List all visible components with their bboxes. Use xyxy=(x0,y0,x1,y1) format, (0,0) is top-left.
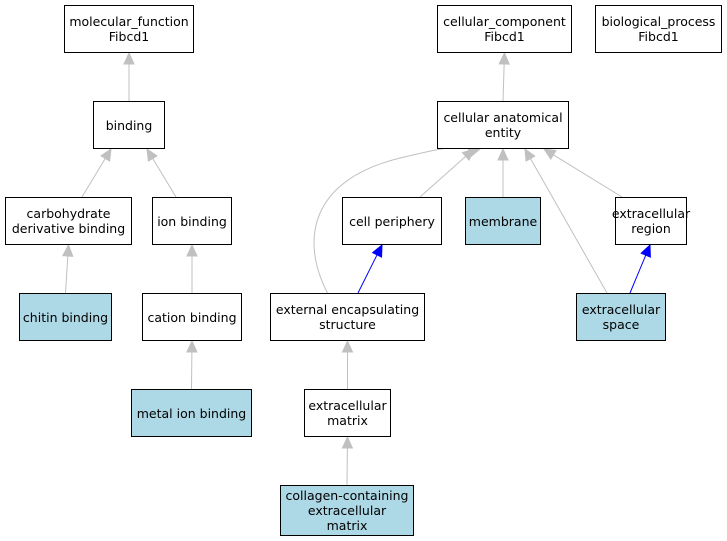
node-extracellular-matrix[interactable]: extracellular matrix xyxy=(304,389,391,437)
node-biological-process-root[interactable]: biological_process Fibcd1 xyxy=(595,5,722,53)
edge-is-a xyxy=(81,158,106,198)
node-membrane[interactable]: membrane xyxy=(465,197,541,245)
node-carbohydrate-derivative-binding[interactable]: carbohydrate derivative binding xyxy=(5,197,132,245)
edge-part-of xyxy=(357,254,378,294)
edge-part-of xyxy=(629,254,647,294)
edge-is-a xyxy=(553,154,623,198)
node-cation-binding[interactable]: cation binding xyxy=(142,293,242,341)
edge-is-a xyxy=(65,255,69,294)
node-ion-binding[interactable]: ion binding xyxy=(152,197,232,245)
node-chitin-binding[interactable]: chitin binding xyxy=(19,293,112,341)
edge-arrowhead xyxy=(62,243,74,257)
edge-is-a xyxy=(502,63,505,102)
edge-is-a xyxy=(419,155,467,198)
edge-arrowhead xyxy=(123,51,135,65)
node-cellular-component-root[interactable]: cellular_component Fibcd1 xyxy=(437,5,572,53)
edge-arrowhead xyxy=(146,147,158,162)
node-collagen-containing-extracellular-matrix[interactable]: collagen-containing extracellular matrix xyxy=(280,485,414,536)
edge-arrowhead xyxy=(341,339,354,353)
edge-arrowhead xyxy=(524,147,536,162)
node-cell-periphery[interactable]: cell periphery xyxy=(342,197,442,245)
edge-is-a xyxy=(530,158,608,294)
node-extracellular-space[interactable]: extracellular space xyxy=(576,293,666,341)
node-extracellular-region[interactable]: extracellular region xyxy=(612,197,690,245)
edge-arrowhead xyxy=(497,147,509,161)
edge-is-a xyxy=(152,158,177,198)
edge-arrowhead xyxy=(186,339,198,353)
node-metal-ion-binding[interactable]: metal ion binding xyxy=(131,389,252,437)
edge-arrowhead xyxy=(341,435,354,449)
node-binding[interactable]: binding xyxy=(93,101,165,149)
edge-arrowhead xyxy=(542,148,557,160)
node-external-encapsulating-structure[interactable]: external encapsulating structure xyxy=(270,293,425,341)
node-molecular-function-root[interactable]: molecular_function Fibcd1 xyxy=(64,5,194,53)
edge-arrowhead xyxy=(640,243,651,258)
edge-arrowhead xyxy=(186,243,198,257)
edge-arrowhead xyxy=(100,147,112,162)
edge-arrowhead xyxy=(498,51,510,65)
node-cellular-anatomical-entity[interactable]: cellular anatomical entity xyxy=(437,101,569,149)
